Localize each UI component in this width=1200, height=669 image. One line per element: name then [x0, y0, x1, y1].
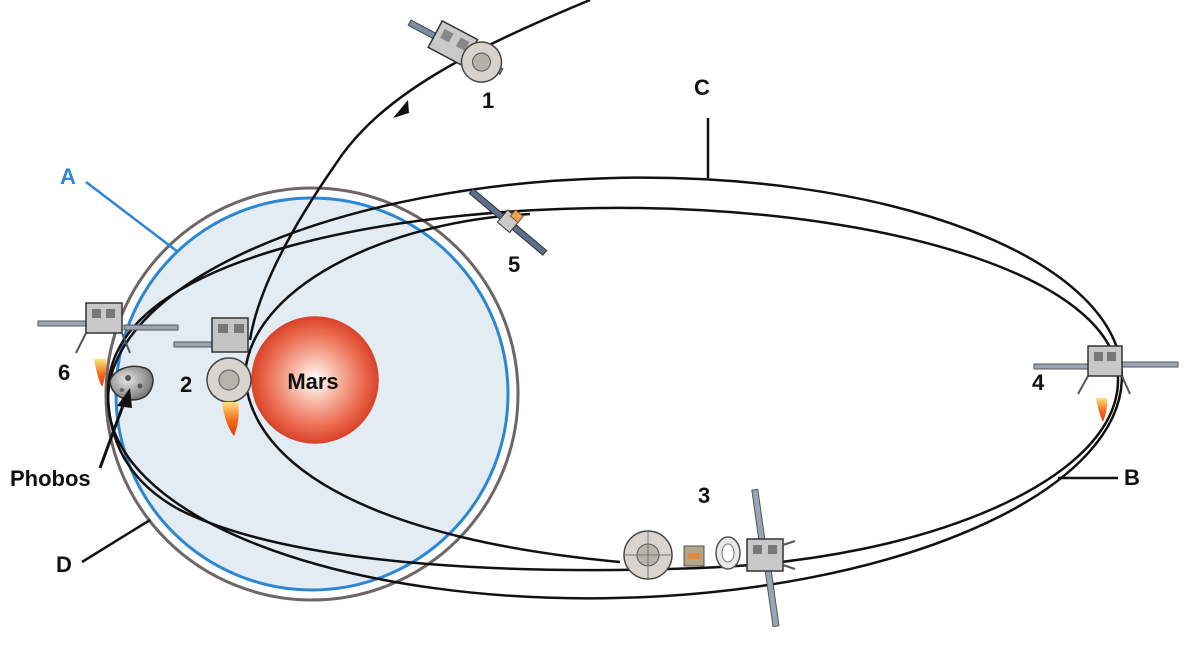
step-6-label: 6 [58, 360, 70, 385]
orbit-b-ellipse [106, 206, 1120, 572]
ring-module-icon [715, 536, 741, 570]
phobos-label: Phobos [10, 466, 91, 491]
leader-d [81, 518, 151, 564]
leader-a [85, 181, 179, 253]
step-5-label: 5 [508, 252, 520, 277]
label-a: A [60, 164, 76, 189]
mars-planet [251, 316, 379, 444]
spacecraft-1-icon [407, 19, 504, 83]
approach-trajectory [248, 0, 591, 341]
main-spacecraft-3-icon [746, 488, 796, 628]
step-3-label: 3 [698, 483, 710, 508]
step-1-label: 1 [482, 88, 494, 113]
approach-arrow-icon [393, 100, 409, 118]
label-d: D [56, 552, 72, 577]
step-2-label: 2 [180, 372, 192, 397]
label-b: B [1124, 465, 1140, 490]
spacecraft-6-icon [37, 302, 179, 387]
phobos-pointer-arrow-icon [117, 388, 132, 408]
transfer-orbit [243, 212, 621, 564]
descent-module-icon [623, 530, 673, 580]
adapter-module-icon [683, 545, 705, 567]
spacecraft-2-icon [173, 317, 252, 436]
orbit-d-circle [104, 186, 520, 602]
phobos-pointer [98, 399, 127, 469]
step-4-label: 4 [1032, 370, 1045, 395]
mars-label: Mars [287, 369, 338, 394]
spacecraft-3-sequence [623, 488, 796, 628]
label-c: C [694, 75, 710, 100]
spacecraft-5-icon [468, 188, 548, 256]
spacecraft-4-icon [1033, 345, 1179, 422]
phobos-moon [109, 365, 154, 401]
